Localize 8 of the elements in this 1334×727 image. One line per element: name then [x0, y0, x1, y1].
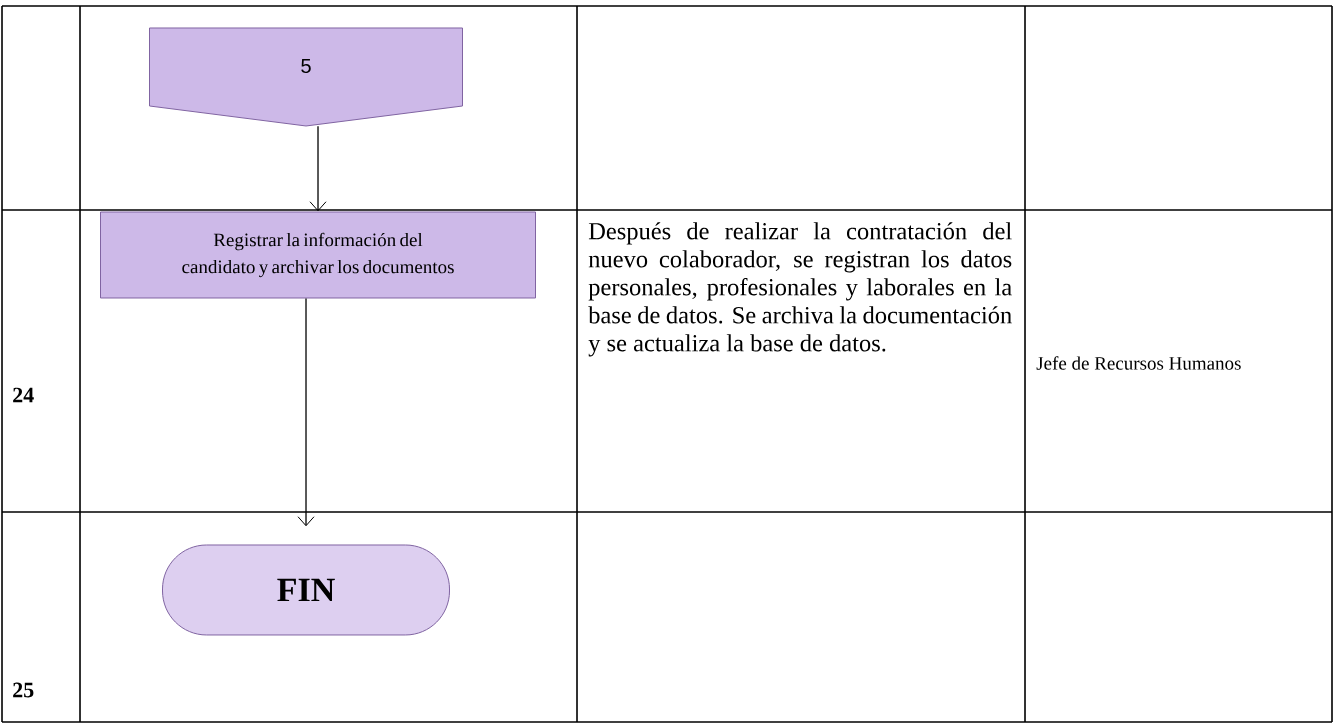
process-box: Registrar la información del candidato y archivar los documentos [100, 211, 536, 299]
offpage-connector: 5 [149, 27, 463, 127]
arrow [297, 297, 315, 527]
arrow [309, 125, 327, 212]
row-number: 25 [13, 682, 34, 698]
row-number: 24 [13, 387, 34, 403]
description-text: Después de realizar la contratación del nuevo colaborador, se registran los datos personales, profesionales y laborales en la base de datos. Se archiva la documentación y se actualiza la base de datos. [588, 222, 1012, 357]
responsible-text: Jefe de Recursos Humanos [1036, 356, 1241, 370]
